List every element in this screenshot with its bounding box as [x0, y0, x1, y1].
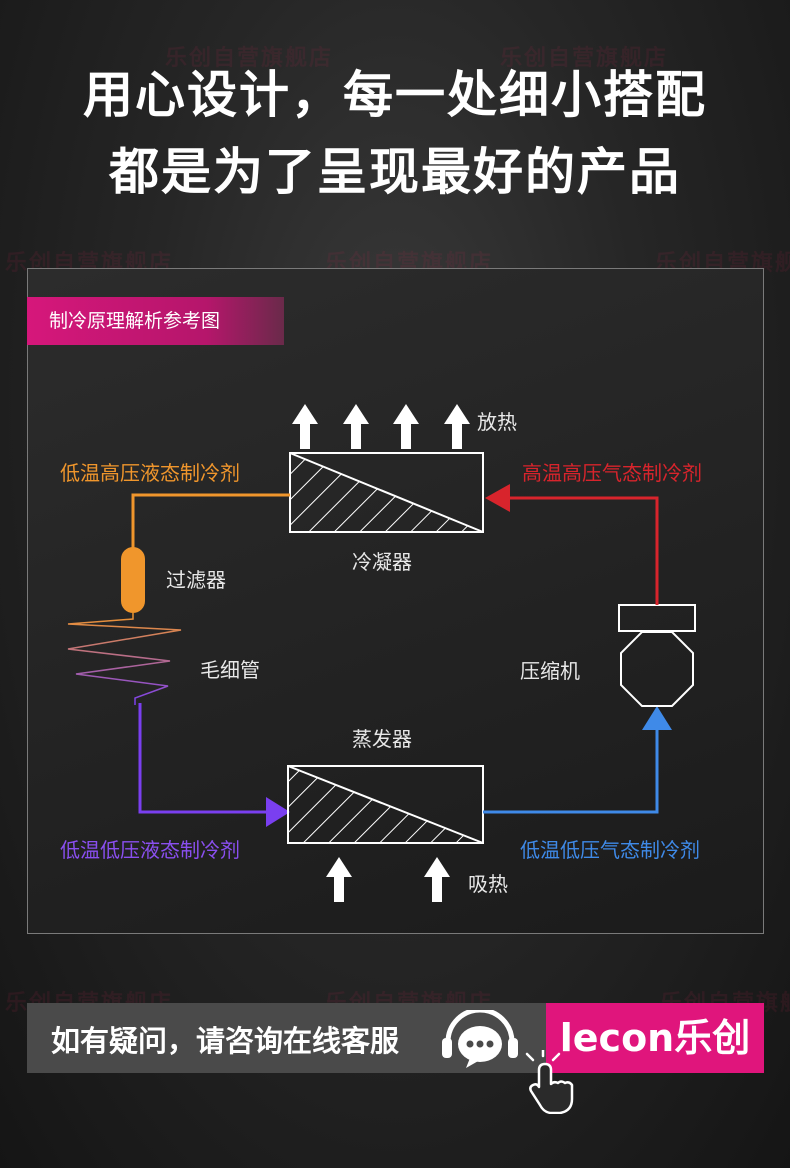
condenser-box — [289, 452, 484, 533]
high-pressure-liquid-label: 低温高压液态制冷剂 — [60, 461, 240, 485]
customer-service-icon[interactable] — [440, 1010, 520, 1074]
click-hand-icon — [525, 1050, 574, 1114]
capillary-tube — [67, 613, 182, 705]
up-arrow-icon — [393, 404, 419, 449]
compressor-label: 压缩机 — [520, 659, 580, 683]
up-arrow-icon — [292, 404, 318, 449]
up-arrow-icon — [343, 404, 369, 449]
headline-line-2: 都是为了呈现最好的产品 — [109, 143, 681, 201]
evaporator-label: 蒸发器 — [352, 727, 412, 751]
release-heat-label: 放热 — [477, 410, 517, 434]
up-arrow-icon — [444, 404, 470, 449]
absorb-heat-label: 吸热 — [468, 872, 508, 896]
brand-logo[interactable]: lecon乐创 — [546, 1003, 764, 1073]
heat-absorb-arrows — [326, 857, 450, 902]
up-arrow-icon — [642, 706, 672, 730]
contact-text[interactable]: 如有疑问，请咨询在线客服 — [51, 1024, 400, 1058]
left-arrow-icon — [485, 484, 510, 512]
filter-body — [121, 547, 145, 613]
gas-pipe-low — [483, 728, 659, 814]
compressor — [618, 604, 696, 707]
watermark: 乐创自营旗舰店 — [500, 46, 669, 71]
low-pressure-gas-label: 低温低压气态制冷剂 — [520, 838, 700, 862]
right-arrow-icon — [266, 797, 290, 827]
watermark: 乐创自营旗舰店 — [165, 46, 334, 71]
high-pressure-gas-label: 高温高压气态制冷剂 — [522, 461, 702, 485]
gas-pipe-high — [508, 496, 659, 605]
evaporator-box — [287, 765, 484, 844]
heat-release-arrows — [292, 404, 470, 449]
headline-line-1: 用心设计，每一处细小搭配 — [83, 66, 707, 124]
filter-label: 过滤器 — [166, 568, 226, 592]
up-arrow-icon — [424, 857, 450, 902]
condenser-label: 冷凝器 — [352, 550, 412, 574]
panel-tag: 制冷原理解析参考图 — [27, 297, 284, 345]
low-pressure-liquid-label: 低温低压液态制冷剂 — [60, 838, 240, 862]
liquid-pipe-high — [131, 493, 290, 552]
liquid-pipe-low — [138, 703, 268, 814]
up-arrow-icon — [326, 857, 352, 902]
capillary-label: 毛细管 — [200, 658, 260, 682]
